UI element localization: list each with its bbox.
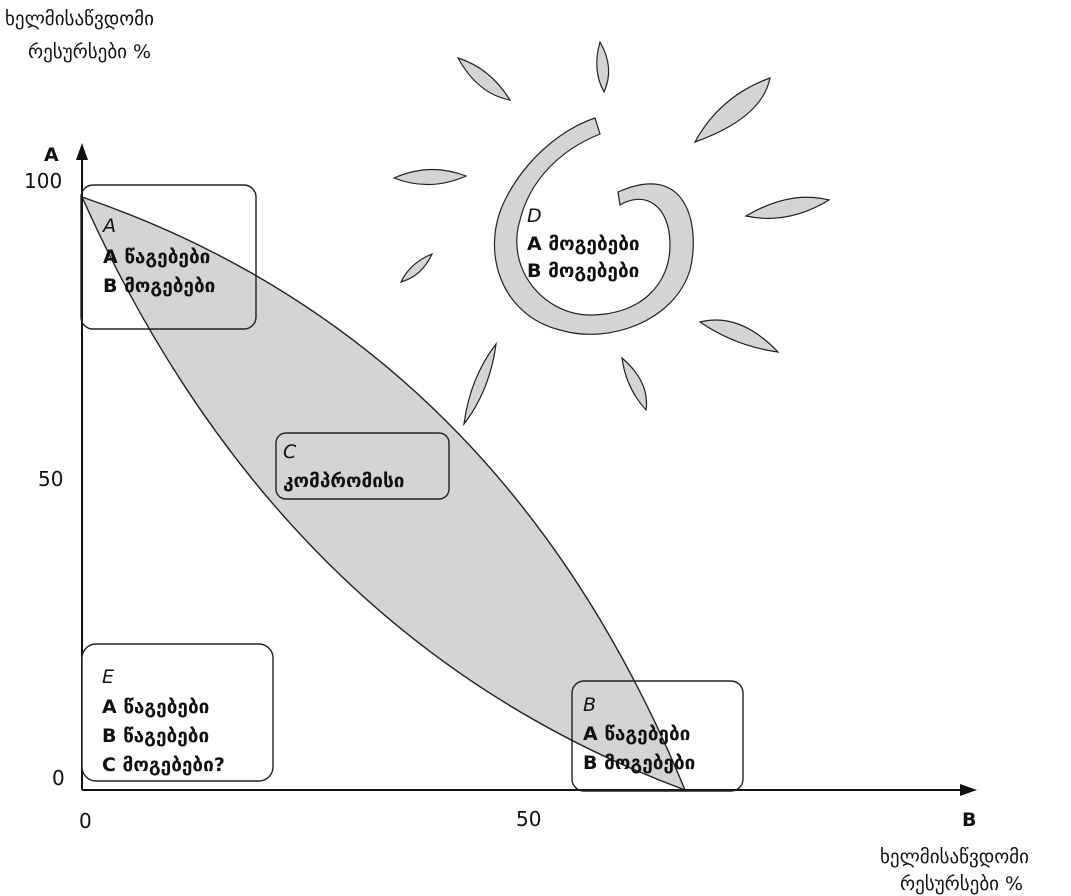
sun-petal	[693, 77, 771, 144]
sun-petal	[698, 319, 780, 353]
sun-petal	[456, 56, 512, 101]
zone-b-box	[571, 680, 744, 792]
sun-petal	[621, 356, 648, 412]
x-tick-50: 50	[516, 807, 541, 831]
sun-petal	[399, 252, 434, 283]
zone-b-line1: A წაგებები	[583, 723, 690, 745]
y-tick-50: 50	[38, 467, 63, 491]
zone-c-box	[275, 432, 450, 500]
y-axis-title-line1: ხელმისაწვდომი	[5, 8, 154, 30]
zone-c-line1: კომპრომისი	[283, 470, 404, 492]
zone-d-line1: A მოგებები	[527, 233, 640, 255]
zone-a-box	[80, 184, 257, 330]
zone-e-letter: E	[102, 666, 114, 688]
x-tick-0: 0	[79, 809, 92, 833]
zone-e-box	[81, 643, 274, 782]
sun-spiral	[493, 117, 694, 335]
zone-a-line1: A წაგებები	[103, 246, 210, 268]
sun-petal	[463, 341, 497, 427]
zone-a-letter: A	[101, 215, 116, 237]
zone-e-line2: B წაგებები	[102, 725, 209, 747]
sun-petal	[596, 40, 610, 94]
sun-petal	[744, 196, 831, 219]
sun-petal	[392, 168, 468, 186]
x-axis-letter: B	[962, 809, 976, 831]
zone-d-line2: B მოგებები	[527, 260, 639, 282]
zone-b-letter: B	[583, 694, 596, 716]
y-tick-0: 0	[52, 766, 65, 790]
zone-e-line1: A წაგებები	[102, 696, 209, 718]
y-tick-100: 100	[24, 169, 62, 193]
y-axis-arrow	[76, 143, 88, 160]
y-axis-title-line2: რესურსები %	[28, 41, 151, 63]
x-axis-arrow	[960, 784, 977, 796]
zone-e-line3: C მოგებები?	[102, 754, 225, 776]
y-axis-letter: A	[44, 144, 59, 166]
zone-d-letter: D	[527, 205, 542, 227]
zone-b-line2: B მოგებები	[583, 752, 695, 774]
x-axis-title-line1: ხელმისაწვდომი	[880, 846, 1029, 868]
x-axis-title-line2: რესურსები %	[900, 873, 1023, 895]
zone-c-letter: C	[283, 441, 297, 463]
zone-a-line2: B მოგებები	[103, 275, 215, 297]
